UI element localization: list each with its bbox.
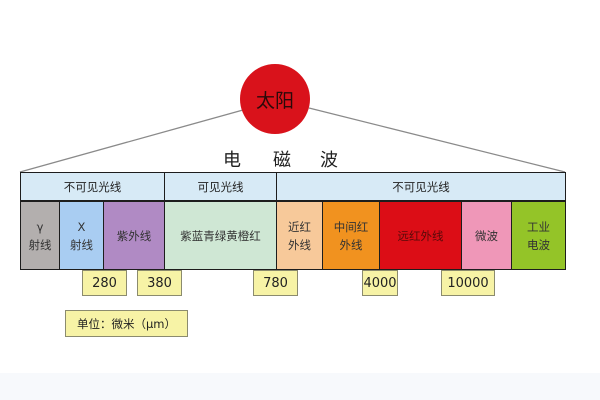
band-label: 紫外线	[116, 228, 152, 243]
band-label: γ	[36, 219, 44, 234]
band-gamma-ray: γ 射线	[20, 201, 60, 270]
band-visible-light: 紫蓝青绿黄橙红	[163, 201, 278, 270]
category-label: 可见光线	[197, 179, 244, 194]
band-industrial-radio: 工业 电波	[511, 201, 566, 270]
band-label: X	[77, 219, 86, 234]
band-label: 射线	[70, 237, 93, 252]
band-near-infrared: 近红 外线	[276, 201, 323, 270]
boundary-value: 380	[147, 275, 172, 291]
band-label: 电波	[527, 237, 550, 252]
boundary-label-780: 780	[253, 270, 298, 296]
category-invisible-long: 不可见光线	[276, 172, 566, 201]
background-strip	[0, 373, 600, 400]
unit-label-box: 单位：微米（μm）	[65, 310, 188, 337]
band-label: 外线	[339, 237, 363, 252]
category-label: 不可见光线	[392, 179, 450, 194]
band-ultraviolet: 紫外线	[103, 201, 165, 270]
band-label: 工业	[527, 219, 550, 234]
category-visible: 可见光线	[163, 172, 278, 201]
boundary-label-380: 380	[137, 270, 182, 296]
boundary-value: 280	[92, 275, 117, 291]
band-microwave: 微波	[460, 201, 513, 270]
band-mid-infrared: 中间红 外线	[321, 201, 381, 270]
band-far-infrared: 远红外线	[379, 201, 462, 270]
boundary-value: 4000	[363, 275, 397, 291]
band-label: 微波	[475, 228, 498, 243]
band-label: 紫蓝青绿黄橙红	[180, 228, 261, 243]
title-char-2: 磁	[273, 150, 291, 171]
title-char-3: 波	[320, 150, 338, 171]
unit-label: 单位：微米（μm）	[76, 316, 177, 331]
boundary-label-10000: 10000	[441, 270, 495, 296]
category-invisible-short: 不可见光线	[20, 172, 165, 201]
category-label: 不可见光线	[63, 179, 122, 194]
band-label: 近红	[288, 219, 311, 234]
band-label: 中间红	[333, 219, 369, 234]
sun-circle: 太阳	[240, 64, 310, 134]
band-label: 外线	[288, 237, 311, 252]
band-label: 远红外线	[397, 228, 444, 243]
band-label: 射线	[28, 237, 52, 252]
band-x-ray: X 射线	[58, 201, 105, 270]
boundary-value: 780	[263, 275, 288, 291]
boundary-label-280: 280	[82, 270, 127, 296]
sun-label: 太阳	[255, 89, 294, 112]
title-char-1: 电	[223, 150, 241, 171]
boundary-value: 10000	[447, 275, 489, 291]
boundary-label-4000: 4000	[362, 270, 398, 296]
